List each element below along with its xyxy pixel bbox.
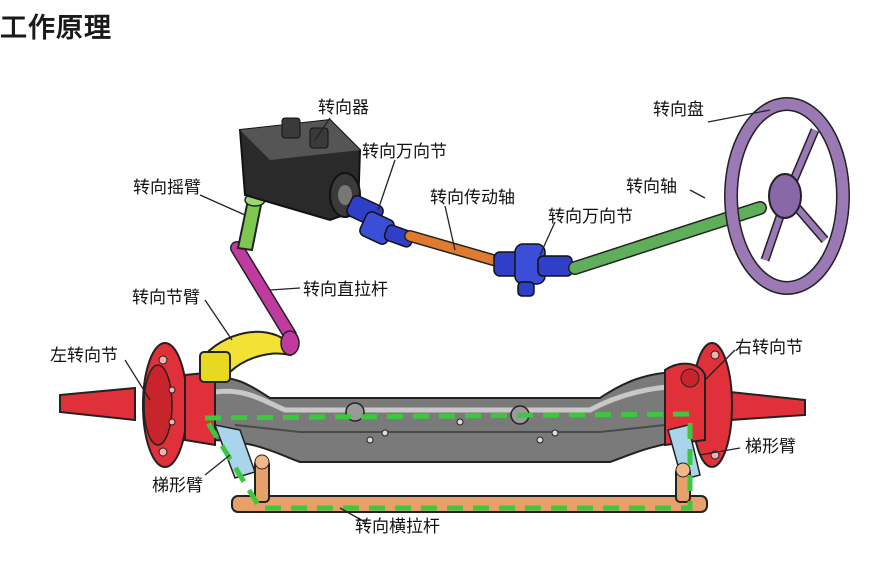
label-tie-rod: 转向横拉杆 — [355, 517, 440, 537]
steering-wheel — [724, 97, 850, 295]
leader-left-knuckle — [124, 359, 151, 401]
label-drag-link: 转向直拉杆 — [303, 280, 388, 300]
label-steering-gear: 转向器 — [318, 98, 369, 118]
tie-rod — [231, 454, 708, 513]
steering-trapezoid-dashed-outline — [200, 411, 693, 511]
leader-steering-gear — [314, 117, 331, 141]
leader-ujoint-upper — [377, 159, 396, 211]
leader-trapezoid-right — [699, 447, 741, 456]
lower-universal-joint — [493, 243, 573, 297]
leader-pitman-arm — [199, 194, 246, 216]
label-right-knuckle: 右转向节 — [735, 338, 803, 358]
leader-lines — [124, 109, 771, 523]
label-knuckle-arm: 转向节臂 — [132, 288, 200, 308]
label-left-knuckle: 左转向节 — [50, 346, 118, 366]
leader-drag-link — [269, 287, 301, 291]
page-title: 工作原理 — [0, 13, 112, 44]
leader-knuckle-arm — [204, 299, 233, 341]
label-steering-wheel: 转向盘 — [653, 100, 704, 120]
leader-steering-wheel — [707, 109, 771, 123]
right-trapezoid-arm — [667, 424, 701, 481]
leader-tie-rod — [339, 507, 366, 523]
upper-universal-joint — [346, 195, 415, 248]
label-trapezoid-arm-right: 梯形臂 — [745, 437, 796, 457]
label-universal-joint-lower: 转向万向节 — [548, 207, 633, 227]
right-steering-knuckle — [664, 342, 806, 468]
label-trapezoid-arm-left: 梯形臂 — [152, 476, 203, 496]
label-steering-shaft: 转向轴 — [626, 177, 677, 197]
leader-ujoint-lower — [539, 221, 556, 256]
label-universal-joint-upper: 转向万向节 — [362, 142, 447, 162]
leader-right-knuckle — [704, 349, 736, 381]
leader-transmission-shaft — [444, 205, 456, 251]
leader-steering-shaft — [689, 189, 706, 199]
drag-link — [230, 241, 300, 356]
leader-trapezoid-left — [204, 454, 231, 476]
label-transmission-shaft: 转向传动轴 — [430, 188, 515, 208]
pitman-arm — [236, 193, 266, 252]
knuckle-arm-base — [199, 351, 231, 383]
label-pitman-arm: 转向摇臂 — [133, 178, 201, 198]
